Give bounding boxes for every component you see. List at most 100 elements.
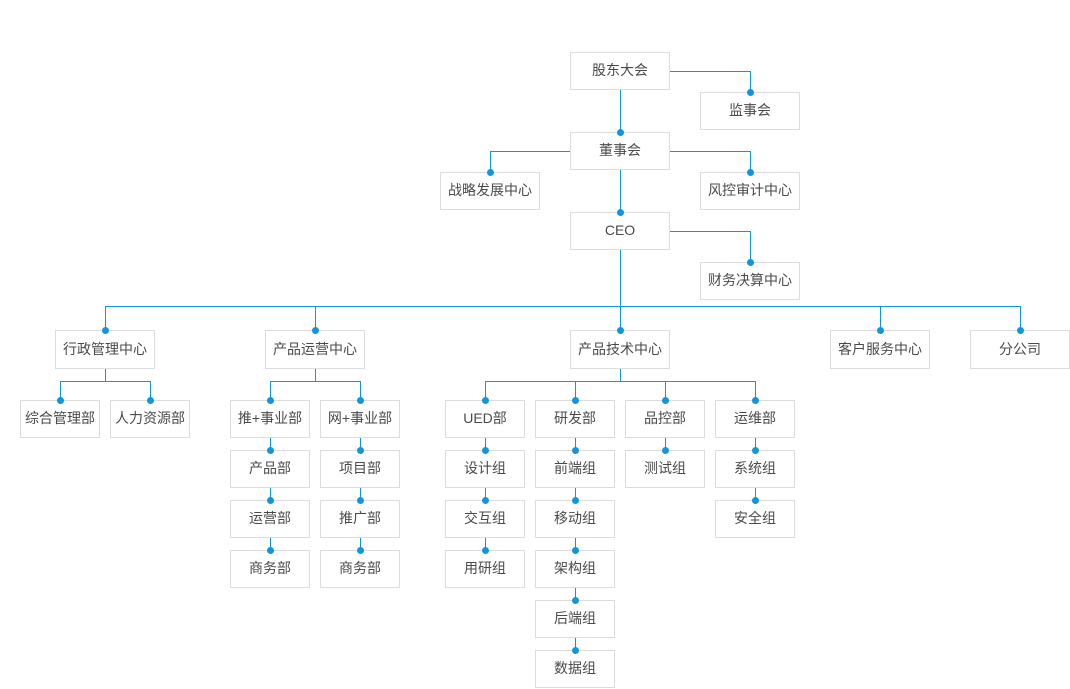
dot-design-group bbox=[481, 446, 489, 454]
dot-business-b bbox=[356, 546, 364, 554]
ceo-right-stub bbox=[750, 231, 751, 262]
dot-promotion-dept bbox=[356, 496, 364, 504]
node-qa-dept[interactable]: 品控部 bbox=[625, 400, 705, 438]
ops-branch-right bbox=[360, 381, 361, 400]
tech-branch-rd bbox=[575, 381, 576, 400]
ops-to-system bbox=[755, 438, 756, 450]
node-ued-dept[interactable]: UED部 bbox=[445, 400, 525, 438]
dot-interaction-group bbox=[481, 496, 489, 504]
node-shareholders-meeting[interactable]: 股东大会 bbox=[570, 52, 670, 90]
trunk-drop-branch bbox=[1020, 306, 1021, 330]
node-project-dept[interactable]: 项目部 bbox=[320, 450, 400, 488]
project-to-promotion bbox=[360, 488, 361, 500]
dot-qa bbox=[661, 396, 669, 404]
node-wang-division[interactable]: 网+事业部 bbox=[320, 400, 400, 438]
dot-strategy bbox=[486, 168, 494, 176]
dot-business-a bbox=[266, 546, 274, 554]
operation-to-business bbox=[270, 538, 271, 550]
node-data-group[interactable]: 数据组 bbox=[535, 650, 615, 688]
dot-frontend-group bbox=[571, 446, 579, 454]
node-system-group[interactable]: 系统组 bbox=[715, 450, 795, 488]
dot-mobile-group bbox=[571, 496, 579, 504]
backend-to-data bbox=[575, 638, 576, 650]
node-finance-center[interactable]: 财务决算中心 bbox=[700, 262, 800, 300]
frontend-to-mobile bbox=[575, 488, 576, 500]
dot-risk-audit bbox=[746, 168, 754, 176]
node-branch-company[interactable]: 分公司 bbox=[970, 330, 1070, 369]
product-to-operation bbox=[270, 488, 271, 500]
node-security-group[interactable]: 安全组 bbox=[715, 500, 795, 538]
board-right-arm bbox=[670, 151, 751, 152]
dot-ops-center bbox=[311, 326, 319, 334]
dot-operation-dept bbox=[266, 496, 274, 504]
node-ceo[interactable]: CEO bbox=[570, 212, 670, 250]
node-customer-service-center[interactable]: 客户服务中心 bbox=[830, 330, 930, 369]
shareholders-to-board bbox=[620, 90, 621, 132]
board-left-arm bbox=[490, 151, 571, 152]
dot-wang bbox=[356, 396, 364, 404]
node-tui-division[interactable]: 推+事业部 bbox=[230, 400, 310, 438]
dot-board bbox=[616, 128, 624, 136]
main-trunk bbox=[105, 306, 1021, 307]
ops-branch-left bbox=[270, 381, 271, 400]
dot-supervisory bbox=[746, 88, 754, 96]
dot-tui bbox=[266, 396, 274, 404]
dot-system-group bbox=[751, 446, 759, 454]
ceo-to-finance bbox=[670, 231, 751, 232]
tech-branch-qa bbox=[665, 381, 666, 400]
node-design-group[interactable]: 设计组 bbox=[445, 450, 525, 488]
node-interaction-group[interactable]: 交互组 bbox=[445, 500, 525, 538]
board-left-stub bbox=[490, 151, 491, 172]
node-product-tech-center[interactable]: 产品技术中心 bbox=[570, 330, 670, 369]
dot-backend-group bbox=[571, 596, 579, 604]
trunk-drop-admin bbox=[105, 306, 106, 330]
node-risk-audit-center[interactable]: 风控审计中心 bbox=[700, 172, 800, 210]
ued-to-design bbox=[485, 438, 486, 450]
dot-ued bbox=[481, 396, 489, 404]
node-general-admin-dept[interactable]: 综合管理部 bbox=[20, 400, 100, 438]
node-rd-dept[interactable]: 研发部 bbox=[535, 400, 615, 438]
dot-security-group bbox=[751, 496, 759, 504]
dot-ops-dept bbox=[751, 396, 759, 404]
design-to-interaction bbox=[485, 488, 486, 500]
tech-branch-ued bbox=[485, 381, 486, 400]
admin-branch-left bbox=[60, 381, 61, 400]
dot-research-group bbox=[481, 546, 489, 554]
node-frontend-group[interactable]: 前端组 bbox=[535, 450, 615, 488]
node-business-dept-b[interactable]: 商务部 bbox=[320, 550, 400, 588]
trunk-drop-product-tech bbox=[620, 306, 621, 330]
interaction-to-research bbox=[485, 538, 486, 550]
trunk-drop-product-ops bbox=[315, 306, 316, 330]
node-admin-center[interactable]: 行政管理中心 bbox=[55, 330, 155, 369]
node-product-dept[interactable]: 产品部 bbox=[230, 450, 310, 488]
node-business-dept-a[interactable]: 商务部 bbox=[230, 550, 310, 588]
node-mobile-group[interactable]: 移动组 bbox=[535, 500, 615, 538]
board-to-ceo bbox=[620, 170, 621, 212]
node-product-ops-center[interactable]: 产品运营中心 bbox=[265, 330, 365, 369]
node-strategy-center[interactable]: 战略发展中心 bbox=[440, 172, 540, 210]
node-backend-group[interactable]: 后端组 bbox=[535, 600, 615, 638]
admin-center-down bbox=[105, 369, 106, 381]
system-to-security bbox=[755, 488, 756, 500]
dot-rd bbox=[571, 396, 579, 404]
dot-tech-center bbox=[616, 326, 624, 334]
node-hr-dept[interactable]: 人力资源部 bbox=[110, 400, 190, 438]
dot-project-dept bbox=[356, 446, 364, 454]
admin-branch-bar bbox=[60, 381, 151, 382]
node-promotion-dept[interactable]: 推广部 bbox=[320, 500, 400, 538]
node-user-research-group[interactable]: 用研组 bbox=[445, 550, 525, 588]
shareholders-to-supervisory bbox=[670, 71, 751, 72]
dot-admin-center bbox=[101, 326, 109, 334]
rd-to-frontend bbox=[575, 438, 576, 450]
dot-customer-service bbox=[876, 326, 884, 334]
promotion-to-business bbox=[360, 538, 361, 550]
dot-branch bbox=[1016, 326, 1024, 334]
node-architecture-group[interactable]: 架构组 bbox=[535, 550, 615, 588]
node-supervisory-board[interactable]: 监事会 bbox=[700, 92, 800, 130]
node-ops-dept[interactable]: 运维部 bbox=[715, 400, 795, 438]
node-test-group[interactable]: 测试组 bbox=[625, 450, 705, 488]
ops-branch-bar bbox=[270, 381, 361, 382]
node-operation-dept[interactable]: 运营部 bbox=[230, 500, 310, 538]
dot-data-group bbox=[571, 646, 579, 654]
node-board-of-directors[interactable]: 董事会 bbox=[570, 132, 670, 170]
